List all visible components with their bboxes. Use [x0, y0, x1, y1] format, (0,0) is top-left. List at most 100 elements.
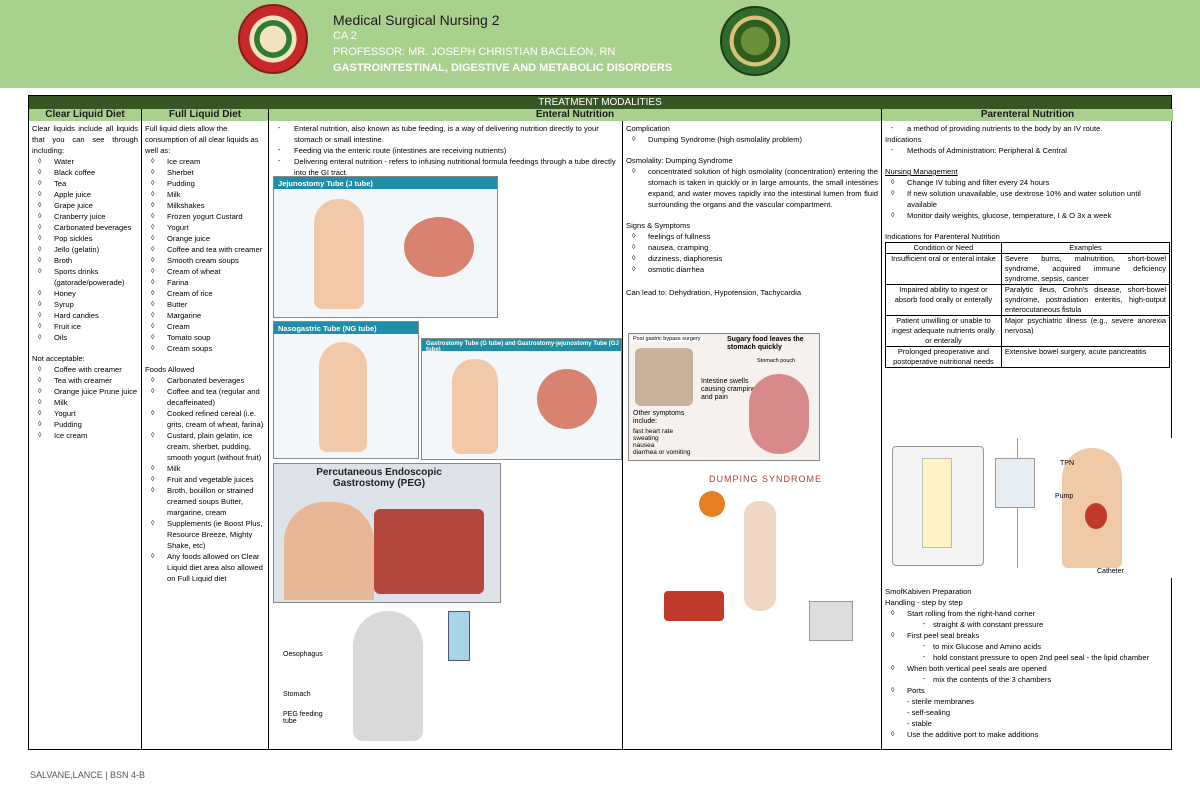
smof-step: to mix Glucose and Amino acids [885, 641, 1170, 652]
full-item: Cream of rice [145, 288, 265, 299]
full-item: Pudding [145, 178, 265, 189]
ngtube-caption: Nasogastric Tube (NG tube) [278, 324, 377, 333]
img6-symptom: fast heart rate [633, 428, 690, 435]
full-item: Frozen yogurt Custard [145, 211, 265, 222]
enteral-point: Enteral nutrition, also known as tube fe… [272, 123, 619, 145]
allowed-item: Coffee and tea (regular and decaffeinate… [145, 386, 265, 408]
img6-other: Other symptoms include: [633, 410, 685, 425]
gtube-image: Gastrostomy Tube (G tube) and Gastrostom… [421, 338, 622, 460]
img6-intestine: Intestine swells causing cramping and pa… [701, 378, 756, 401]
full-item: Sherbet [145, 167, 265, 178]
enteral-column: Enteral nutrition, also known as tube fe… [268, 121, 622, 749]
allowed-item: Any foods allowed on Clear Liquid diet a… [145, 551, 265, 584]
catheter-label: Catheter [1097, 568, 1124, 575]
stomach-label: Stomach [283, 691, 311, 698]
clear-item: Fruit ice [32, 321, 138, 332]
clear-item: Hard candies [32, 310, 138, 321]
peg-caption: Percutaneous Endoscopic Gastrostomy (PEG… [316, 467, 442, 489]
footer: SALVANE,LANCE | BSN 4-B [30, 770, 146, 780]
smof-step: - self-sealing [907, 708, 951, 717]
full-item: Farina [145, 277, 265, 288]
complication-item: Dumping Syndrome (high osmolality proble… [626, 134, 878, 145]
dumping-anatomy-image: Post gastric bypass surgery Sugary food … [628, 333, 820, 461]
example-cell: Extensive bowel surgery, acute pancreati… [1000, 346, 1171, 368]
enteral-points: Enteral nutrition, also known as tube fe… [272, 123, 619, 178]
parenteral-column: a method of providing nutrients to the b… [881, 121, 1173, 749]
indications-label: Indications [885, 135, 922, 144]
condition-cell: Insufficient oral or enteral intake [885, 253, 1002, 285]
foods-allowed-title: Foods Allowed [145, 365, 195, 374]
header-text: Medical Surgical Nursing 2 CA 2 PROFESSO… [333, 12, 672, 76]
sign-item: dizziness, diaphoresis [626, 253, 878, 264]
smof-step: straight & with constant pressure [885, 619, 1170, 630]
signs-title: Signs & Symptoms [626, 221, 691, 230]
indications-title: Indications for Parenteral Nutrition [885, 232, 1000, 241]
professor: PROFESSOR: MR. JOSEPH CHRISTIAN BACLEON,… [333, 46, 616, 58]
full-item: Milk [145, 189, 265, 200]
full-item: Ice cream [145, 156, 265, 167]
complication-column: Complication Dumping Syndrome (high osmo… [622, 121, 881, 749]
full-item: Butter [145, 299, 265, 310]
full-item: Margarine [145, 310, 265, 321]
nursing-mgmt-item: If new solution unavailable, use dextros… [885, 188, 1170, 210]
gtube-caption: Gastrostomy Tube (G tube) and Gastrostom… [426, 341, 619, 353]
clear-item: Broth [32, 255, 138, 266]
signs-list: feelings of fullnessnausea, crampingdizz… [626, 231, 878, 275]
osmolality-text: concentrated solution of high osmolality… [626, 166, 878, 210]
topic: GASTROINTESTINAL, DIGESTIVE AND METABOLI… [333, 62, 673, 74]
clear-item: Tea [32, 178, 138, 189]
img6-symptom: nausea [633, 442, 690, 449]
nursing-mgmt-title: Nursing Management [885, 167, 958, 176]
full-item: Cream [145, 321, 265, 332]
header-banner: Medical Surgical Nursing 2 CA 2 PROFESSO… [0, 0, 1200, 88]
jtube-caption: Jejunostomy Tube (J tube) [278, 179, 373, 188]
table-row: Impaired ability to ingest or absorb foo… [885, 284, 1171, 316]
img6-symptom-list: fast heart ratesweatingnauseadiarrhea or… [633, 428, 690, 456]
nursing-mgmt-list: Change IV tubing and filter every 24 hou… [885, 177, 1170, 221]
allowed-item: Broth, bouillon or strained creamed soup… [145, 485, 265, 518]
dumping-cartoon-title: DUMPING SYNDROME [709, 474, 823, 484]
full-item: Cream of wheat [145, 266, 265, 277]
full-item: Tomato soup [145, 332, 265, 343]
allowed-item: Carbonated beverages [145, 375, 265, 386]
smof-step: Use the additive port to make additions [885, 729, 1170, 740]
th-condition: Condition or Need [885, 242, 1002, 254]
full-intro: Full liquid diets allow the consumption … [145, 124, 259, 155]
complication-list: Dumping Syndrome (high osmolality proble… [626, 134, 878, 145]
not-acceptable-item: Milk [32, 397, 138, 408]
smof-step: - stable [907, 719, 932, 728]
full-list: Ice creamSherbetPuddingMilkMilkshakesFro… [145, 156, 265, 354]
full-item: Coffee and tea with creamer [145, 244, 265, 255]
pump-label: Pump [1055, 493, 1074, 500]
tpn-image: TPN Pump Catheter [887, 438, 1172, 578]
table-row: Prolonged preoperative and postoperative… [885, 346, 1171, 368]
clear-item: Carbonated beverages [32, 222, 138, 233]
sign-item: feelings of fullness [626, 231, 878, 242]
parenteral-def: a method of providing nutrients to the b… [885, 123, 1170, 134]
nursing-mgmt-item: Change IV tubing and filter every 24 hou… [885, 177, 1170, 188]
allowed-item: Fruit and vegetable juices [145, 474, 265, 485]
img6-post-gastric: Post gastric bypass surgery [631, 336, 703, 342]
smof-step: hold constant pressure to open 2nd peel … [885, 652, 1170, 663]
img6-pouch: Stomach pouch [757, 358, 796, 364]
handling-title: Handling - step by step [885, 598, 963, 607]
methods: Methods of Administration: Peripheral & … [885, 145, 1170, 156]
clear-item: Grape juice [32, 200, 138, 211]
university-seal-logo [238, 4, 308, 74]
clear-item: Jello (gelatin) [32, 244, 138, 255]
clear-intro: Clear liquids include all liquids that y… [32, 124, 138, 155]
not-acceptable-item: Tea with creamer [32, 375, 138, 386]
example-cell: Major psychiatric illness (e.g., severe … [1000, 315, 1171, 347]
clear-item: Oils [32, 332, 138, 343]
peg-image: Percutaneous Endoscopic Gastrostomy (PEG… [273, 463, 501, 603]
smof-step: mix the contents of the 3 chambers [885, 674, 1170, 685]
tpn-label: TPN [1060, 460, 1074, 467]
table-row: Patient unwilling or unable to ingest ad… [885, 315, 1171, 347]
condition-cell: Impaired ability to ingest or absorb foo… [885, 284, 1002, 316]
lead-to: Can lead to: Dehydration, Hypotension, T… [626, 288, 802, 297]
full-item: Yogurt [145, 222, 265, 233]
smof-step: - sterile membranes [907, 697, 975, 706]
clear-item: Cranberry juice [32, 211, 138, 222]
